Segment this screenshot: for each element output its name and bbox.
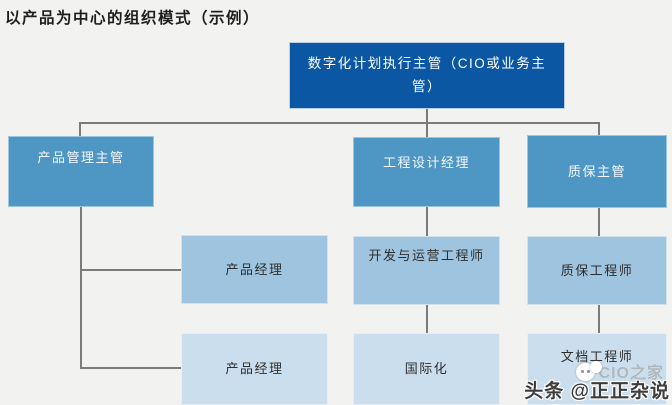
connector-to-engineering-design-manager [426, 122, 428, 137]
org-node-engineering-design-manager: 工程设计经理 [353, 137, 500, 207]
org-node-internationalization: 国际化 [353, 333, 500, 405]
connector-to-qa-director [598, 122, 600, 135]
connector-product-branch-spine [80, 207, 82, 369]
org-node-qa-director: 质保主管 [527, 135, 667, 208]
connector-to-product-manager-2 [80, 367, 181, 369]
connector-to-devops-engineer [426, 207, 428, 236]
connector-level2-rail [79, 122, 600, 124]
org-node-devops-engineer: 开发与运营工程师 [353, 236, 500, 305]
org-node-digital-program-lead: 数字化计划执行主管（CIO或业务主管） [289, 42, 565, 109]
connector-root-stem [426, 109, 428, 123]
connector-to-internationalization [426, 305, 428, 333]
page-title: 以产品为中心的组织模式（示例） [5, 10, 261, 27]
connector-to-qa-engineer [598, 208, 600, 236]
connector-to-product-manager-1 [80, 269, 181, 271]
org-node-product-manager-1: 产品经理 [181, 235, 328, 304]
org-node-documentation-engineer: 文档工程师 [527, 333, 667, 405]
org-node-product-management-director: 产品管理主管 [8, 136, 154, 207]
org-node-qa-engineer: 质保工程师 [527, 236, 667, 305]
org-node-product-manager-2: 产品经理 [181, 333, 328, 405]
connector-to-documentation-engineer [598, 305, 600, 333]
connector-to-product-management-director [79, 122, 81, 136]
